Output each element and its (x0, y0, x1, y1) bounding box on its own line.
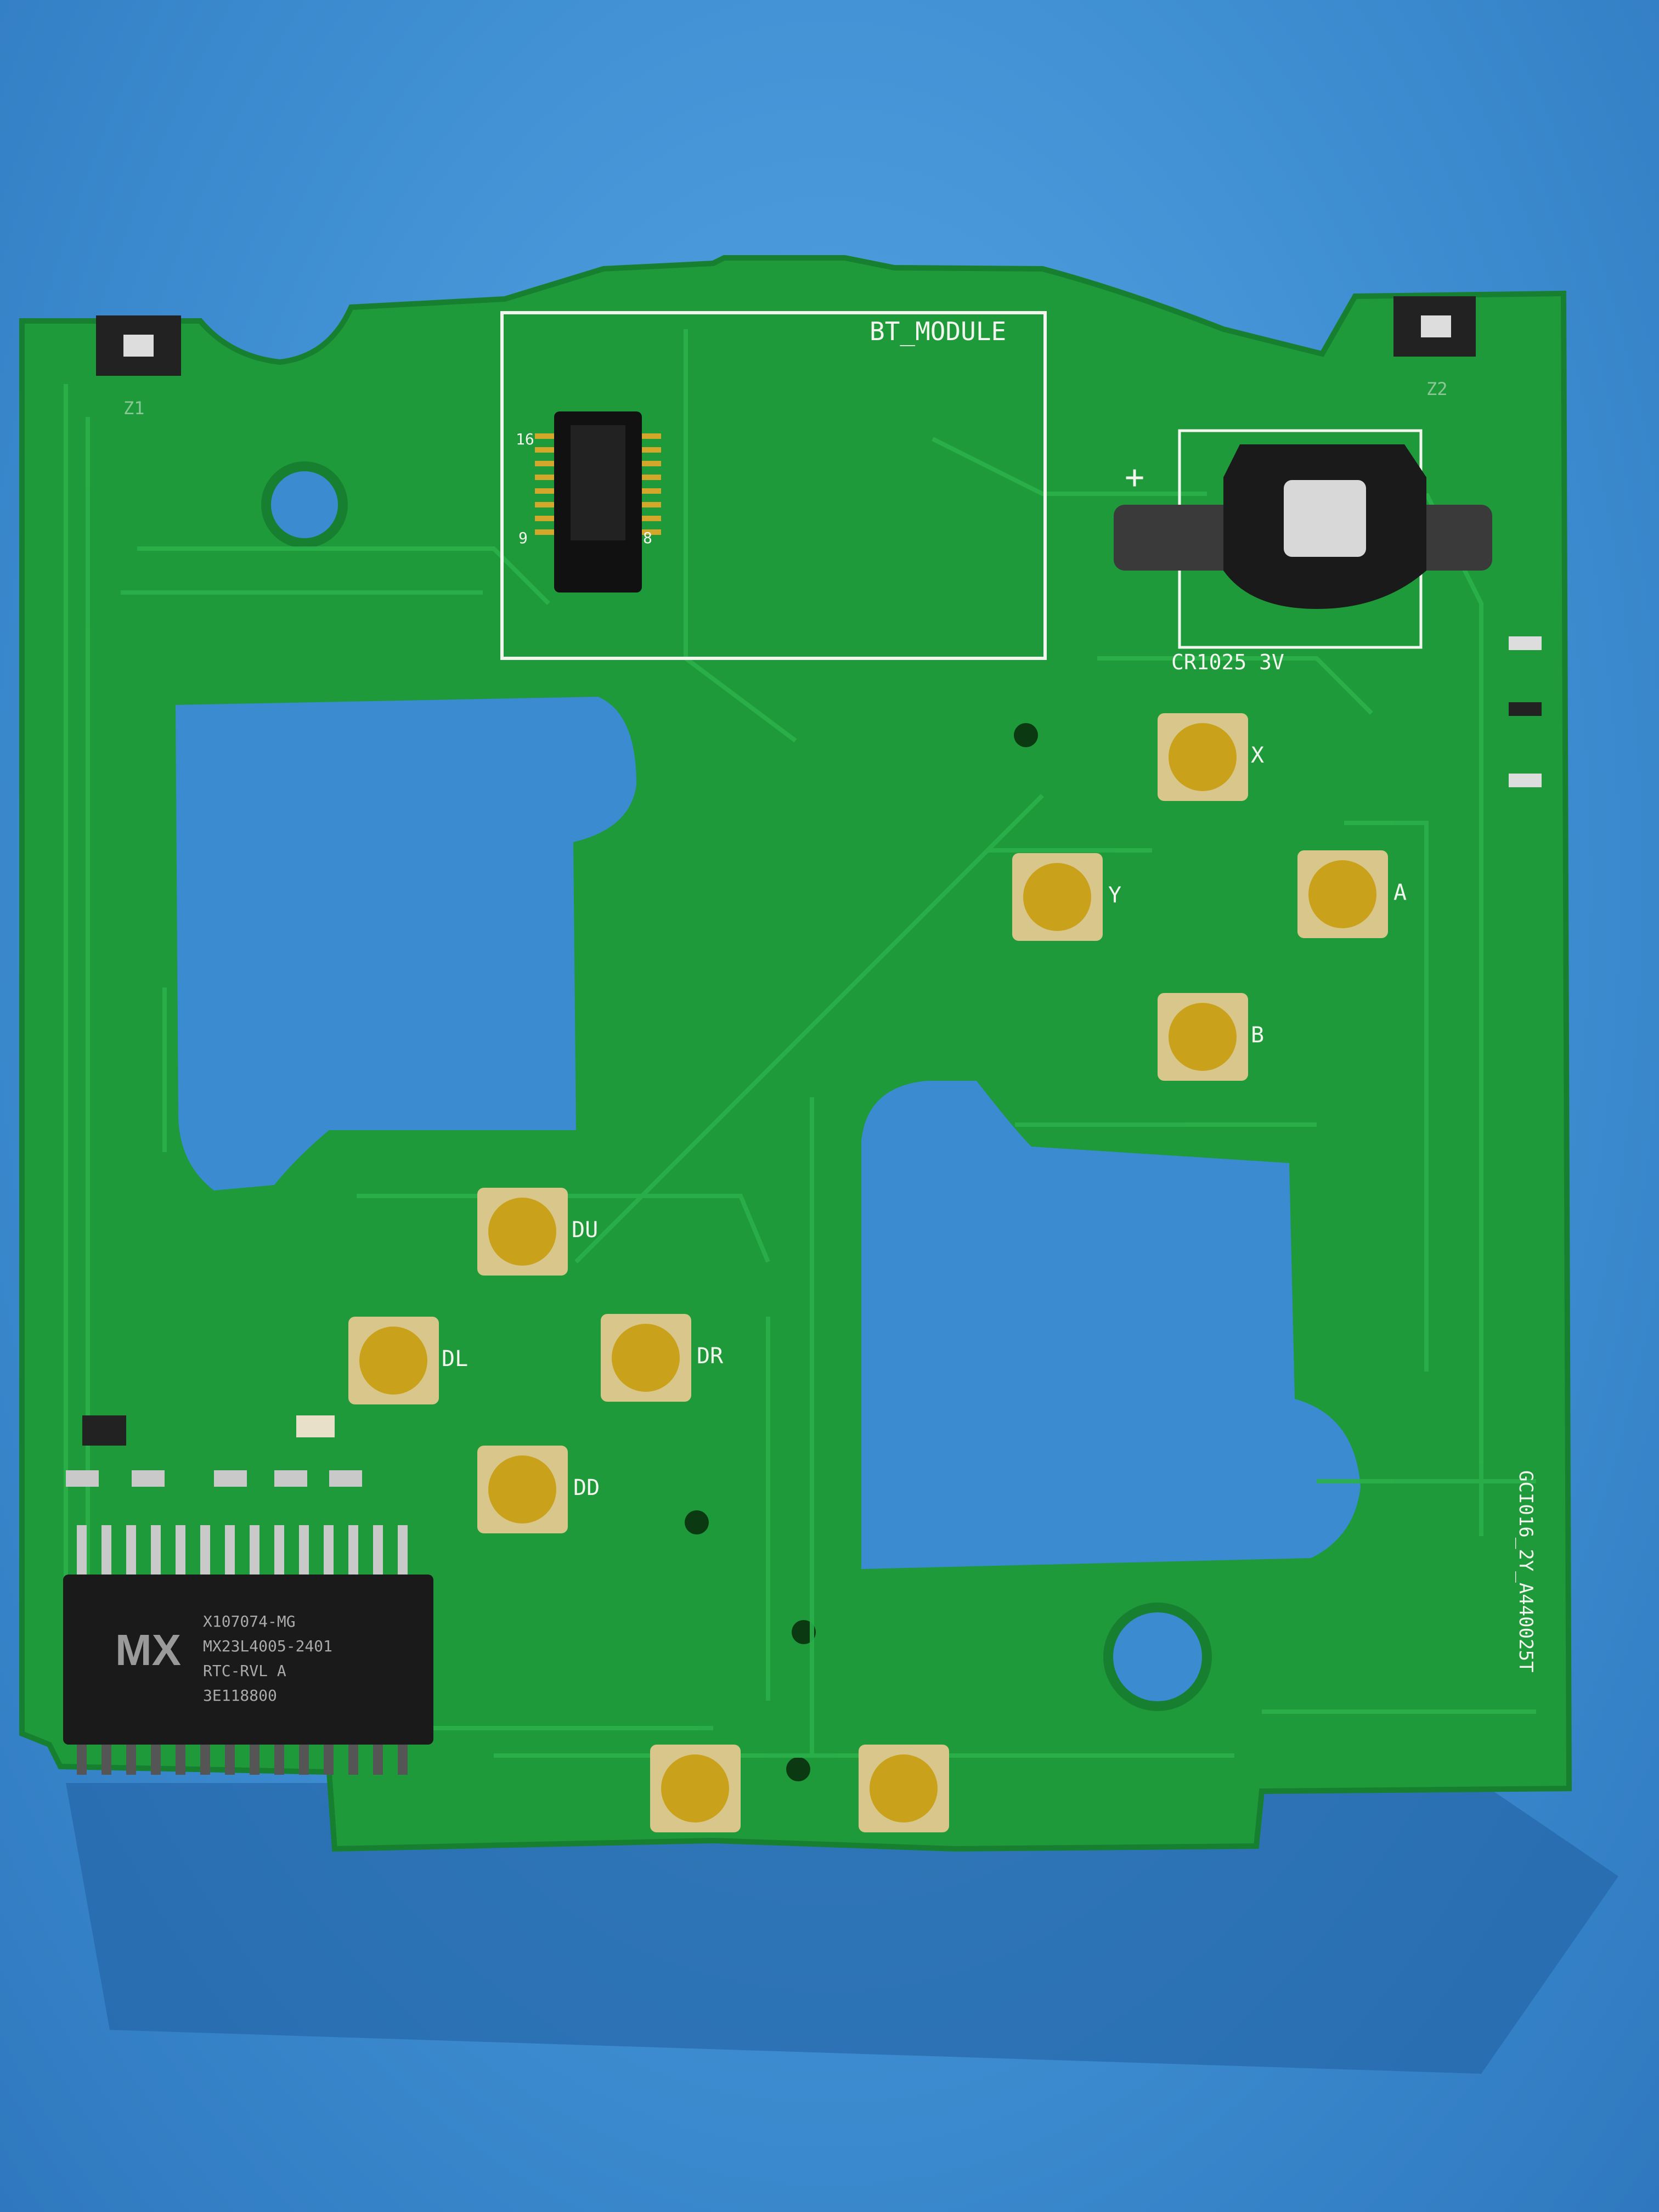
flash-chip: MX X107074-MG MX23L4005-2401 RTC-RVL A 3… (63, 1525, 433, 1775)
button-dl: DL (348, 1317, 468, 1404)
btn-dd-label: DD (573, 1475, 600, 1500)
btn-du-label: DU (572, 1217, 598, 1243)
board-shadow (66, 1783, 1618, 2074)
chip-line2: MX23L4005-2401 (203, 1637, 332, 1655)
pcb-edge (19, 255, 1572, 1852)
via-hole (786, 1757, 810, 1781)
board-id: GCI016_2Y_A440025T (1515, 1470, 1537, 1672)
chip-line4: 3E118800 (203, 1686, 277, 1705)
btn-a-label: A (1393, 880, 1407, 905)
btn-x-label: X (1251, 743, 1264, 768)
button-b: B (1158, 993, 1264, 1081)
button-dd: DD (477, 1446, 600, 1533)
button-start-left (650, 1745, 741, 1832)
button-x: X (1158, 713, 1264, 801)
connector-pins (535, 433, 661, 535)
battery-label: CR1025 3V (1171, 650, 1284, 674)
via-hole (1014, 723, 1038, 747)
bt-module-outline (500, 311, 1047, 660)
chip-line1: X107074-MG (203, 1612, 296, 1630)
z2-label: Z2 (1426, 379, 1448, 399)
switch-z2-inner (1421, 315, 1451, 337)
smd-components (66, 636, 1542, 1487)
button-dr: DR (601, 1314, 724, 1402)
btn-y-label: Y (1108, 883, 1121, 908)
button-start-right (859, 1745, 949, 1832)
connector-pin-9: 9 (518, 529, 528, 547)
cutout-left (176, 697, 636, 1190)
battery-plus: + (1125, 458, 1144, 496)
z1-label: Z1 (123, 398, 145, 419)
chip-logo: MX (115, 1626, 181, 1674)
button-y: Y (1012, 853, 1121, 941)
traces (64, 329, 1536, 1758)
connector-pin-16: 16 (516, 430, 534, 448)
mount-hole (261, 461, 348, 548)
bt-module-label: BT_MODULE (870, 317, 1006, 346)
mount-hole (1103, 1602, 1212, 1711)
chip-line3: RTC-RVL A (203, 1662, 286, 1680)
cutout-right (861, 1081, 1361, 1569)
btn-dr-label: DR (697, 1344, 724, 1369)
btn-dl-label: DL (442, 1346, 468, 1372)
connector-slot (571, 425, 625, 540)
switch-z1-inner (123, 335, 154, 357)
button-a: A (1297, 850, 1407, 938)
via-hole (685, 1510, 709, 1534)
battery-window (1284, 480, 1366, 557)
button-du: DU (477, 1188, 598, 1276)
connector-pin-8: 8 (643, 529, 652, 547)
btn-b-label: B (1251, 1023, 1264, 1048)
